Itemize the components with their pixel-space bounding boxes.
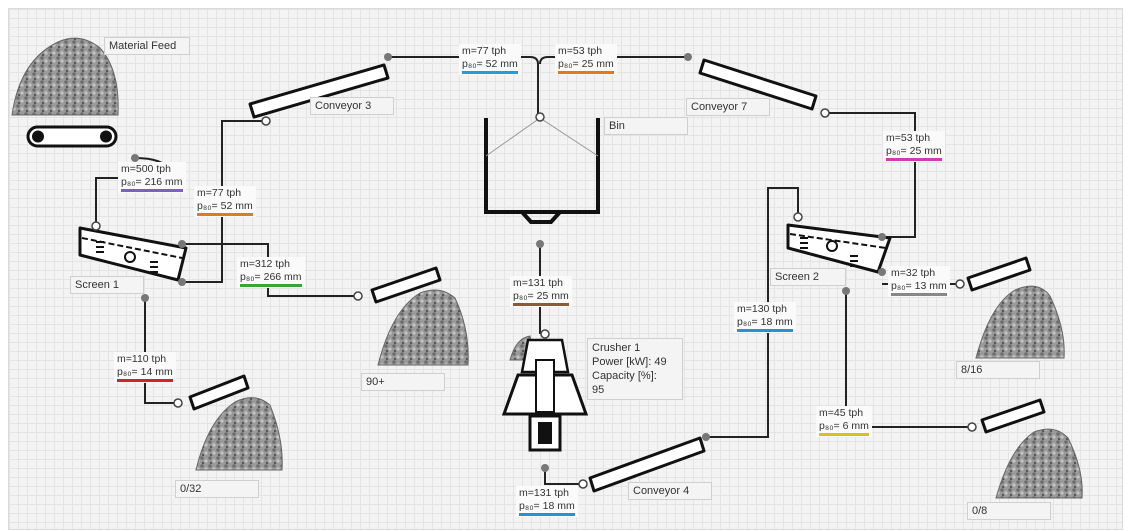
- stream-size: p₈₀= 52 mm: [462, 58, 518, 74]
- stream-size: p₈₀= 13 mm: [891, 280, 947, 296]
- label-conveyor-3: Conveyor 3: [310, 97, 394, 115]
- stream-size: p₈₀= 25 mm: [513, 290, 569, 306]
- stream-size: p₈₀= 25 mm: [558, 58, 614, 74]
- label-conveyor-4: Conveyor 4: [628, 482, 712, 500]
- gravel-pile-90: [377, 289, 469, 366]
- stream-flow: m=45 tph: [819, 407, 864, 419]
- conveyor-3[interactable]: [248, 53, 392, 126]
- label-pile-8-16: 8/16: [956, 361, 1040, 379]
- stream-flow: m=53 tph: [558, 45, 603, 57]
- stream-flow: m=77 tph: [462, 45, 507, 57]
- bin[interactable]: [484, 112, 600, 248]
- screen-1[interactable]: [78, 221, 188, 302]
- line-conveyor7-to-bin: [539, 56, 688, 65]
- stream-size: p₈₀= 216 mm: [121, 176, 183, 192]
- crusher-capacity-value: 95: [592, 384, 605, 396]
- stream-flow: m=130 tph: [737, 303, 787, 315]
- stream-flow: m=32 tph: [891, 267, 936, 279]
- crusher-name: Crusher 1: [592, 342, 641, 354]
- stream-flow: m=77 tph: [197, 187, 242, 199]
- line-conveyor7-to-screen2: [825, 112, 916, 238]
- label-screen-2: Screen 2: [770, 268, 846, 286]
- crusher-1[interactable]: [501, 329, 589, 472]
- label-bin: Bin: [604, 117, 688, 135]
- label-pile-0-8: 0/8: [967, 502, 1051, 520]
- crusher-info: Crusher 1 Power [kW]: 49 Capacity [%]: 9…: [587, 338, 683, 400]
- line-conveyor3-to-bin: [388, 56, 539, 116]
- stream-size: p₈₀= 6 mm: [819, 420, 869, 436]
- conveyor-08[interactable]: [967, 398, 1046, 434]
- stream-size: p₈₀= 25 mm: [886, 145, 942, 161]
- line-conveyor4-to-screen2: [706, 187, 799, 438]
- crusher-capacity-label: Capacity [%]:: [592, 370, 657, 382]
- stream-size: p₈₀= 52 mm: [197, 200, 253, 216]
- stream-flow: m=110 tph: [117, 353, 167, 365]
- feed-belt[interactable]: [26, 125, 139, 162]
- conveyor-032[interactable]: [173, 374, 250, 411]
- gravel-piles: [11, 37, 1083, 499]
- label-pile-90: 90+: [361, 373, 445, 391]
- label-pile-0-32: 0/32: [175, 480, 259, 498]
- stream-size: p₈₀= 14 mm: [117, 366, 173, 382]
- stream-flow: m=312 tph: [240, 258, 290, 270]
- conveyor-4[interactable]: [578, 433, 710, 493]
- conveyor-90[interactable]: [353, 266, 442, 304]
- gravel-pile-08: [995, 428, 1083, 499]
- stream-size: p₈₀= 18 mm: [519, 500, 575, 516]
- stream-flow: m=131 tph: [513, 277, 563, 289]
- label-material-feed: Material Feed: [104, 37, 190, 55]
- gravel-pile-816: [975, 285, 1065, 359]
- line-screen1-to-pile-032: [144, 298, 178, 404]
- gravel-pile-032: [195, 397, 283, 471]
- conveyor-816[interactable]: [955, 256, 1032, 292]
- stream-flow: m=53 tph: [886, 132, 931, 144]
- stream-flow: m=131 tph: [519, 487, 569, 499]
- screen-2[interactable]: [786, 212, 892, 295]
- crusher-power: Power [kW]: 49: [592, 356, 667, 368]
- stream-size: p₈₀= 18 mm: [737, 316, 793, 332]
- label-screen-1: Screen 1: [70, 276, 144, 294]
- stream-flow: m=500 tph: [121, 163, 171, 175]
- stream-size: p₈₀= 266 mm: [240, 271, 302, 287]
- label-conveyor-7: Conveyor 7: [686, 98, 770, 116]
- line-crusher-to-conveyor4: [544, 468, 583, 485]
- conveyor-7[interactable]: [684, 53, 830, 118]
- gravel-pile-feed: [11, 37, 119, 116]
